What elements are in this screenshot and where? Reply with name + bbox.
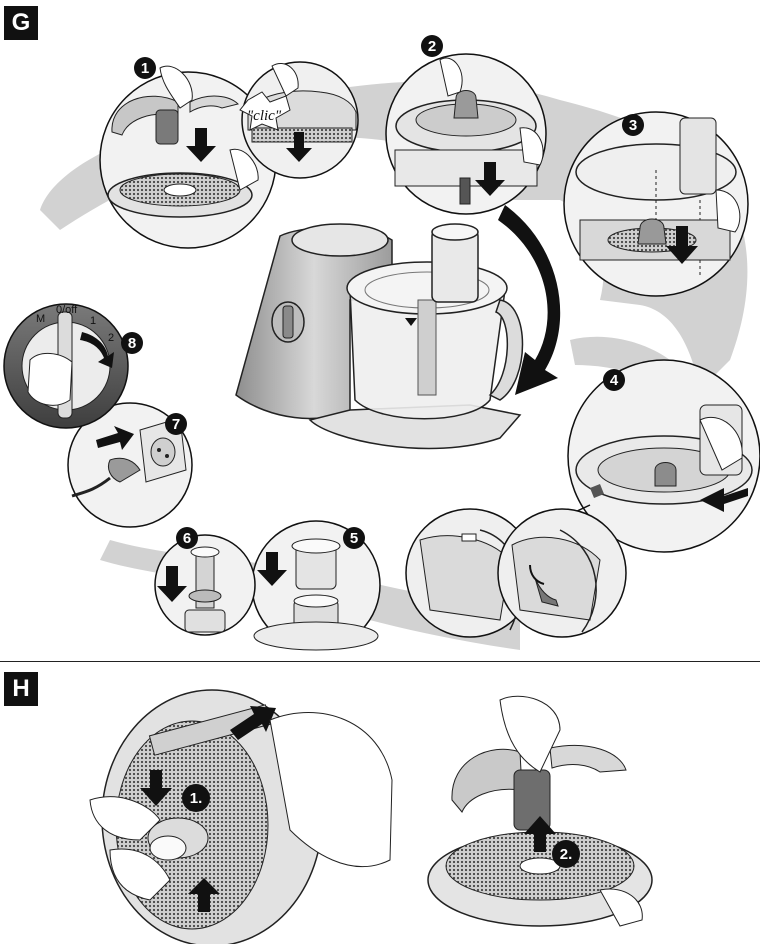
step-6-illustration: 6 <box>155 527 255 635</box>
clic-label: "clic" <box>247 108 282 124</box>
step-1-illustration: 1 <box>100 57 276 248</box>
step-6-number: 6 <box>183 530 191 547</box>
step-4-number: 4 <box>610 372 619 389</box>
dial-label-off: 0/off <box>56 304 78 316</box>
step-3-illustration: 3 <box>564 112 748 296</box>
food-processor-main <box>236 224 523 448</box>
step-1-number: 1 <box>141 60 149 77</box>
section-h-step-2: 2. <box>560 846 573 863</box>
dial-label-2: 2 <box>108 332 114 344</box>
clic-inset: "clic" <box>240 62 358 178</box>
section-h-left-illustration: 1. <box>90 690 392 944</box>
latch-detail-insets <box>406 505 626 637</box>
step-3-number: 3 <box>629 117 637 134</box>
step-5-number: 5 <box>350 530 358 547</box>
section-h-right-illustration: 2. <box>428 696 652 926</box>
step-8-number: 8 <box>128 335 136 352</box>
dial-label-1: 1 <box>90 315 96 327</box>
step-2-number: 2 <box>428 38 436 55</box>
section-h-step-1: 1. <box>190 790 203 807</box>
dial-label-m: M <box>36 313 45 325</box>
step-7-number: 7 <box>172 416 180 433</box>
step-5-illustration: 5 <box>252 521 380 650</box>
step-2-illustration: 2 <box>386 35 546 214</box>
